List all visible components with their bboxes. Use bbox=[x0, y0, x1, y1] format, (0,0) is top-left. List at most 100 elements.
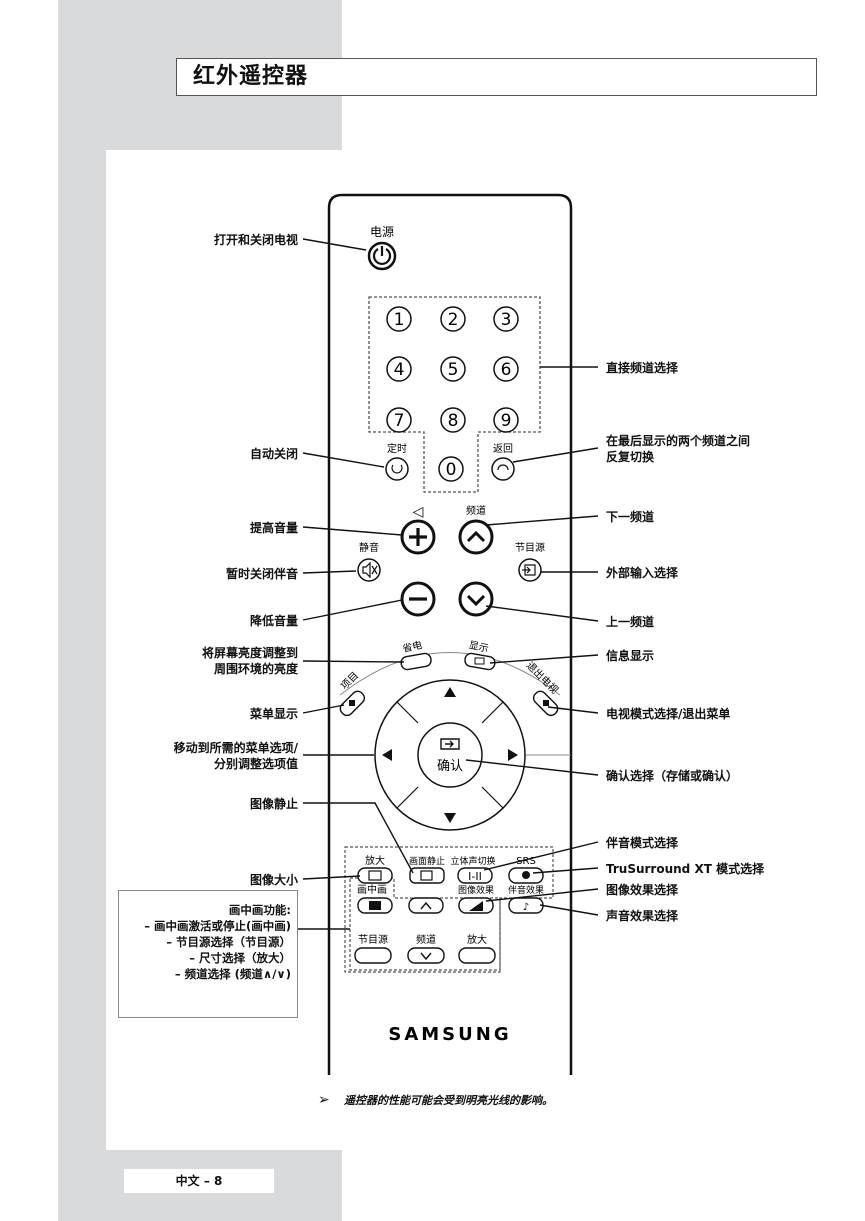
digit-7: 7 bbox=[394, 411, 405, 431]
remote-body bbox=[327, 193, 573, 1075]
pip-line3: – 尺寸选择（放大） bbox=[189, 951, 291, 965]
digit-button-2 bbox=[440, 306, 466, 332]
return-icon bbox=[497, 464, 509, 471]
digit-buttons: 1 2 3 4 5 6 7 8 9 0 bbox=[386, 306, 519, 482]
callout-srs: TruSurround XT 模式选择 bbox=[606, 862, 765, 876]
chevron-down-small-icon bbox=[420, 952, 432, 961]
speaker-mute-icon bbox=[362, 561, 378, 579]
samsung-logo: SAMSUNG bbox=[388, 1024, 511, 1045]
digit-button-4 bbox=[386, 356, 412, 382]
chevron-down-icon bbox=[466, 594, 486, 607]
note-arrow-icon: ➢ bbox=[318, 1092, 330, 1108]
psave-button bbox=[400, 652, 432, 671]
chevron-up-small-icon bbox=[420, 901, 432, 910]
callout-prech-line2: 反复切换 bbox=[606, 450, 655, 464]
srs-icon bbox=[522, 871, 530, 879]
pre-ch-button bbox=[491, 457, 515, 481]
arrow-down-icon bbox=[444, 813, 456, 823]
arrow-up-icon bbox=[444, 687, 456, 697]
zoom-label: 放大 bbox=[365, 854, 385, 867]
callout-enter: 确认选择（存储或确认） bbox=[606, 769, 739, 783]
mode-text: I-II bbox=[468, 870, 482, 883]
note-text: 遥控器的性能可能会受到明亮光线的影响。 bbox=[344, 1094, 553, 1107]
still-button bbox=[409, 867, 445, 884]
callout-pic-effect: 图像效果选择 bbox=[606, 883, 679, 897]
psave-label: 省电 bbox=[401, 638, 423, 655]
digit-3: 3 bbox=[501, 310, 512, 330]
digit-button-5 bbox=[440, 356, 466, 382]
sleep-label: 定时 bbox=[387, 442, 407, 455]
callout-sleep: 自动关闭 bbox=[249, 447, 298, 461]
callout-menu: 菜单显示 bbox=[249, 707, 298, 721]
digit-button-0 bbox=[438, 456, 464, 482]
callout-prech-line1: 在最后显示的两个频道之间 bbox=[606, 434, 751, 448]
digit-button-1 bbox=[386, 306, 412, 332]
pre-ch-label: 返回 bbox=[493, 443, 513, 455]
callout-psave: 将屏幕亮度调整到 周围环境的亮度 bbox=[202, 645, 298, 677]
page-number: 中文 – 8 bbox=[175, 1174, 223, 1188]
pip-source-button bbox=[354, 947, 392, 964]
upper-arc bbox=[339, 652, 561, 696]
power-label: 电源 bbox=[370, 225, 394, 239]
arrow-left-icon bbox=[382, 749, 392, 761]
chevron-up-icon bbox=[466, 530, 486, 543]
pip-channel-label: 频道 bbox=[416, 933, 436, 946]
enter-label: 确认 bbox=[437, 759, 463, 774]
pip-source-label: 节目源 bbox=[358, 933, 388, 946]
callout-snd-effect: 声音效果选择 bbox=[606, 909, 679, 923]
callout-mute: 暂时关闭伴音 bbox=[225, 567, 298, 581]
digit-button-8 bbox=[440, 407, 466, 433]
callout-lines-left bbox=[298, 238, 414, 930]
pip-line1: – 画中画激活或停止(画中画) bbox=[144, 919, 291, 933]
zoom-icon bbox=[368, 870, 382, 881]
callout-info: 信息显示 bbox=[606, 649, 655, 663]
digit-4: 4 bbox=[394, 360, 405, 380]
enter-icon bbox=[440, 738, 460, 750]
exit-label: 退出电视 bbox=[524, 659, 561, 696]
pip-icon bbox=[369, 901, 381, 910]
pip-line2: – 节目源选择（节目源） bbox=[166, 935, 291, 949]
arrow-right-icon bbox=[508, 749, 518, 761]
callout-source: 外部输入选择 bbox=[606, 566, 679, 580]
sound-effect-icon: ♪ bbox=[523, 902, 529, 913]
digit-8: 8 bbox=[448, 411, 459, 431]
callout-direct: 直接频道选择 bbox=[606, 361, 679, 375]
plus-icon bbox=[409, 528, 427, 546]
power-icon bbox=[372, 248, 392, 266]
callout-psave-line2: 周围环境的亮度 bbox=[213, 662, 298, 676]
menu-icon bbox=[349, 700, 355, 706]
pip-line4: – 频道选择 (频道∧/∨) bbox=[174, 967, 291, 981]
still-icon bbox=[420, 870, 433, 881]
pip-size-label: 放大 bbox=[467, 933, 487, 946]
volume-symbol: ◁ bbox=[413, 504, 424, 520]
pip-group-outline bbox=[349, 877, 501, 971]
digit-2: 2 bbox=[448, 310, 459, 330]
input-icon bbox=[522, 564, 536, 576]
sound-effect-label: 伴音效果 bbox=[508, 884, 544, 896]
source-label: 节目源 bbox=[515, 541, 545, 554]
display-button bbox=[464, 652, 496, 671]
digit-button-3 bbox=[493, 306, 519, 332]
digit-5: 5 bbox=[448, 360, 459, 380]
digit-1: 1 bbox=[394, 310, 405, 330]
enter-button bbox=[417, 722, 483, 788]
callout-still: 图像静止 bbox=[249, 797, 298, 811]
pip-channel-button bbox=[407, 947, 445, 964]
swap-button bbox=[408, 897, 444, 914]
callout-sound-mode: 伴音模式选择 bbox=[606, 836, 679, 850]
mute-button bbox=[357, 558, 381, 582]
pip-size-button bbox=[458, 947, 496, 964]
digit-button-7 bbox=[386, 407, 412, 433]
pip-info-box bbox=[118, 890, 298, 1018]
page-title: 红外遥控器 bbox=[193, 64, 309, 89]
sleep-button bbox=[385, 457, 409, 481]
callout-tv-exit: 电视模式选择/退出菜单 bbox=[606, 707, 731, 721]
display-label: 显示 bbox=[468, 639, 490, 655]
zoom-button bbox=[357, 867, 393, 884]
callout-vol-down: 降低音量 bbox=[249, 614, 298, 628]
callout-power: 打开和关闭电视 bbox=[213, 233, 298, 247]
pip-label: 画中画 bbox=[357, 883, 387, 896]
digit-0: 0 bbox=[446, 460, 457, 480]
sleep-icon bbox=[391, 464, 403, 474]
